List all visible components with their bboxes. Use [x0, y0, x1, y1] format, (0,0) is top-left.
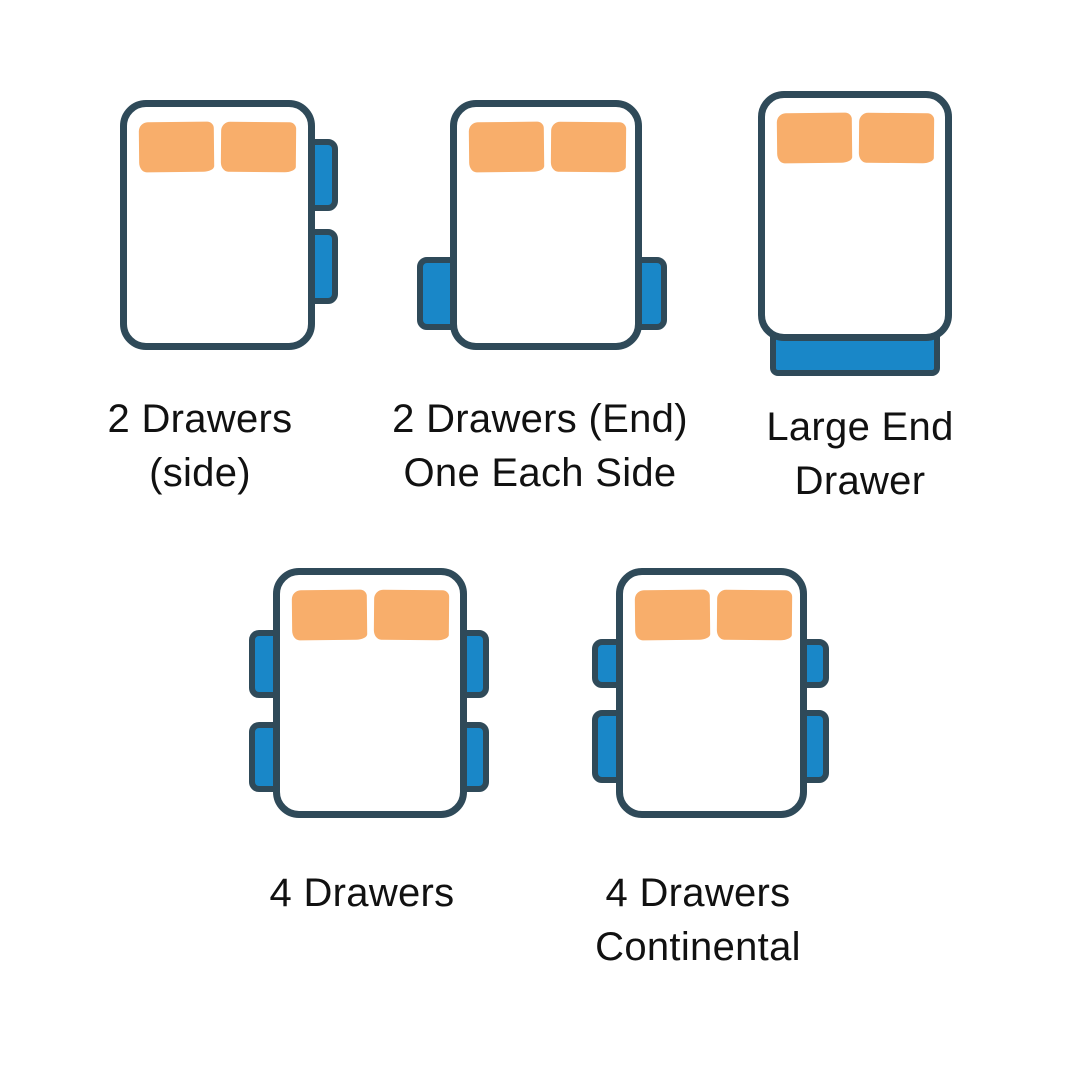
- option-label-line2: Drawer: [794, 459, 926, 503]
- option-label-line2: One Each Side: [403, 451, 677, 495]
- option-label-line1: 4 Drawers: [605, 871, 791, 915]
- option-label-line2: Continental: [595, 925, 801, 969]
- bed-diagram-4-drawers: [249, 568, 489, 818]
- pillow-icon: [858, 112, 935, 164]
- pillow-icon: [291, 589, 368, 641]
- bed-diagram-2-drawers-end: [417, 100, 667, 350]
- option-label-large-end-drawer: Large End Drawer: [740, 400, 980, 508]
- pillow-icon: [373, 589, 450, 641]
- pillow-icon: [550, 121, 627, 173]
- bed-diagram-large-end-drawer: [758, 91, 952, 376]
- option-label-line1: 2 Drawers (End): [392, 397, 688, 441]
- option-label-line1: 2 Drawers: [107, 397, 293, 441]
- bed-diagram-4-drawers-continental: [592, 568, 829, 818]
- pillow-icon: [468, 121, 545, 173]
- pillow-icon: [138, 121, 215, 173]
- pillow-icon: [776, 112, 853, 164]
- option-label-line1: 4 Drawers: [269, 871, 455, 915]
- pillow-icon: [220, 121, 297, 173]
- option-label-line1: Large End: [766, 405, 954, 449]
- pillow-icon: [716, 589, 793, 641]
- option-label-2-drawers-side: 2 Drawers (side): [60, 392, 340, 500]
- pillow-icon: [634, 589, 711, 641]
- option-label-line2: (side): [149, 451, 251, 495]
- option-label-4-drawers-continental: 4 Drawers Continental: [558, 866, 838, 974]
- bed-diagram-2-drawers-side: [120, 100, 338, 350]
- option-label-4-drawers: 4 Drawers: [222, 866, 502, 920]
- option-label-2-drawers-end: 2 Drawers (End) One Each Side: [390, 392, 690, 500]
